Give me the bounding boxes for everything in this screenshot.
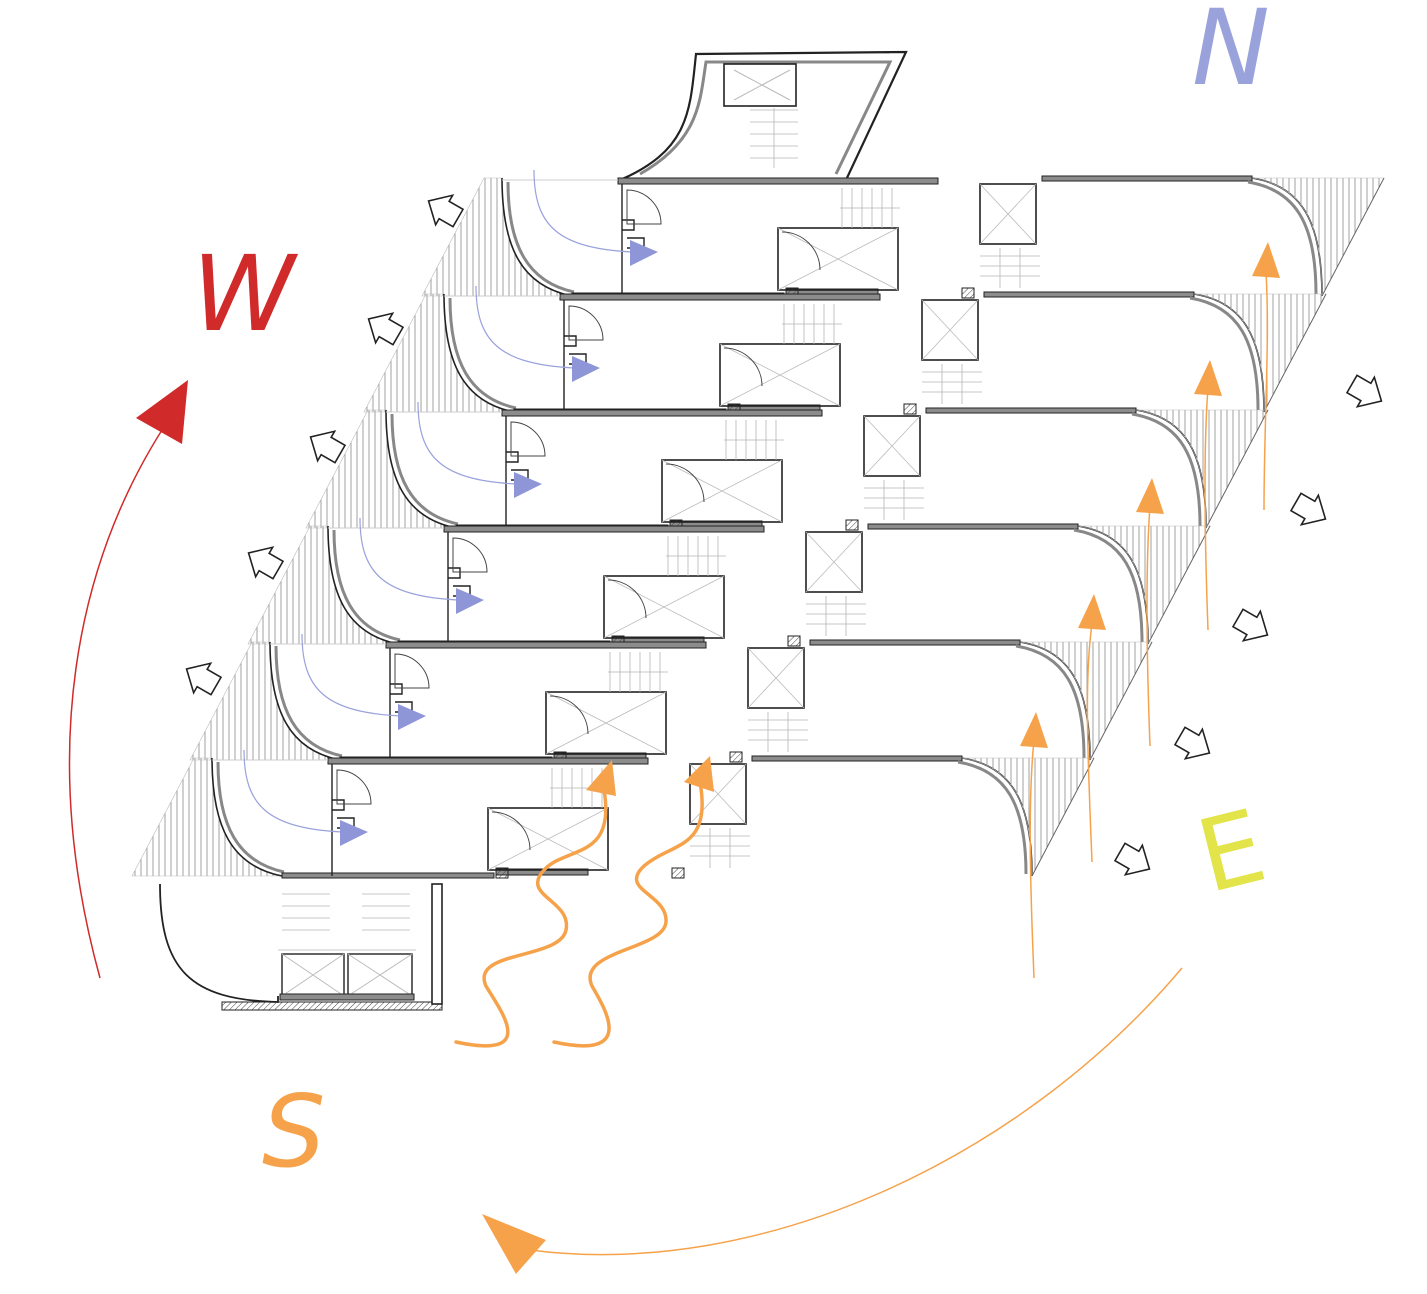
wind-arrow-icon (177, 653, 226, 702)
east-sun-rays (1029, 271, 1269, 979)
west-arc-arrowhead-icon (136, 380, 188, 444)
apartment-unit (420, 168, 1386, 300)
wind-arrow-icon (1170, 720, 1219, 769)
wind-arrow-icon (1110, 836, 1159, 885)
sun-arrow-icon (1020, 712, 1048, 748)
wind-arrow-icon (1286, 486, 1335, 535)
wind-arrow-icon (1228, 602, 1277, 651)
west-sun-arc (68, 405, 179, 979)
south-stair-block (159, 883, 443, 1011)
sun-arrow-icon (1136, 478, 1164, 514)
apartment-unit (304, 400, 1270, 532)
sun-arrow-icon (1078, 594, 1106, 630)
east-sun-arc (529, 967, 1183, 1256)
sun-arrow-icon (1194, 360, 1222, 396)
sun-arrow-icon (586, 760, 616, 796)
west-label: W (192, 233, 295, 355)
wind-arrow-icon (239, 537, 288, 586)
east-arc-arrowhead-icon (482, 1214, 546, 1274)
apartment-unit (188, 632, 1154, 764)
sun-arrow-icon (1252, 242, 1280, 278)
south-sun-waves (454, 780, 704, 1048)
north-stair-tower (619, 50, 908, 182)
wind-arrow-icon (1342, 368, 1391, 417)
south-label: S (262, 1073, 326, 1190)
north-label: N (1192, 0, 1270, 109)
sun-arrow-icon (684, 756, 714, 792)
apartment-unit (362, 284, 1328, 416)
apartment-unit (246, 516, 1212, 648)
